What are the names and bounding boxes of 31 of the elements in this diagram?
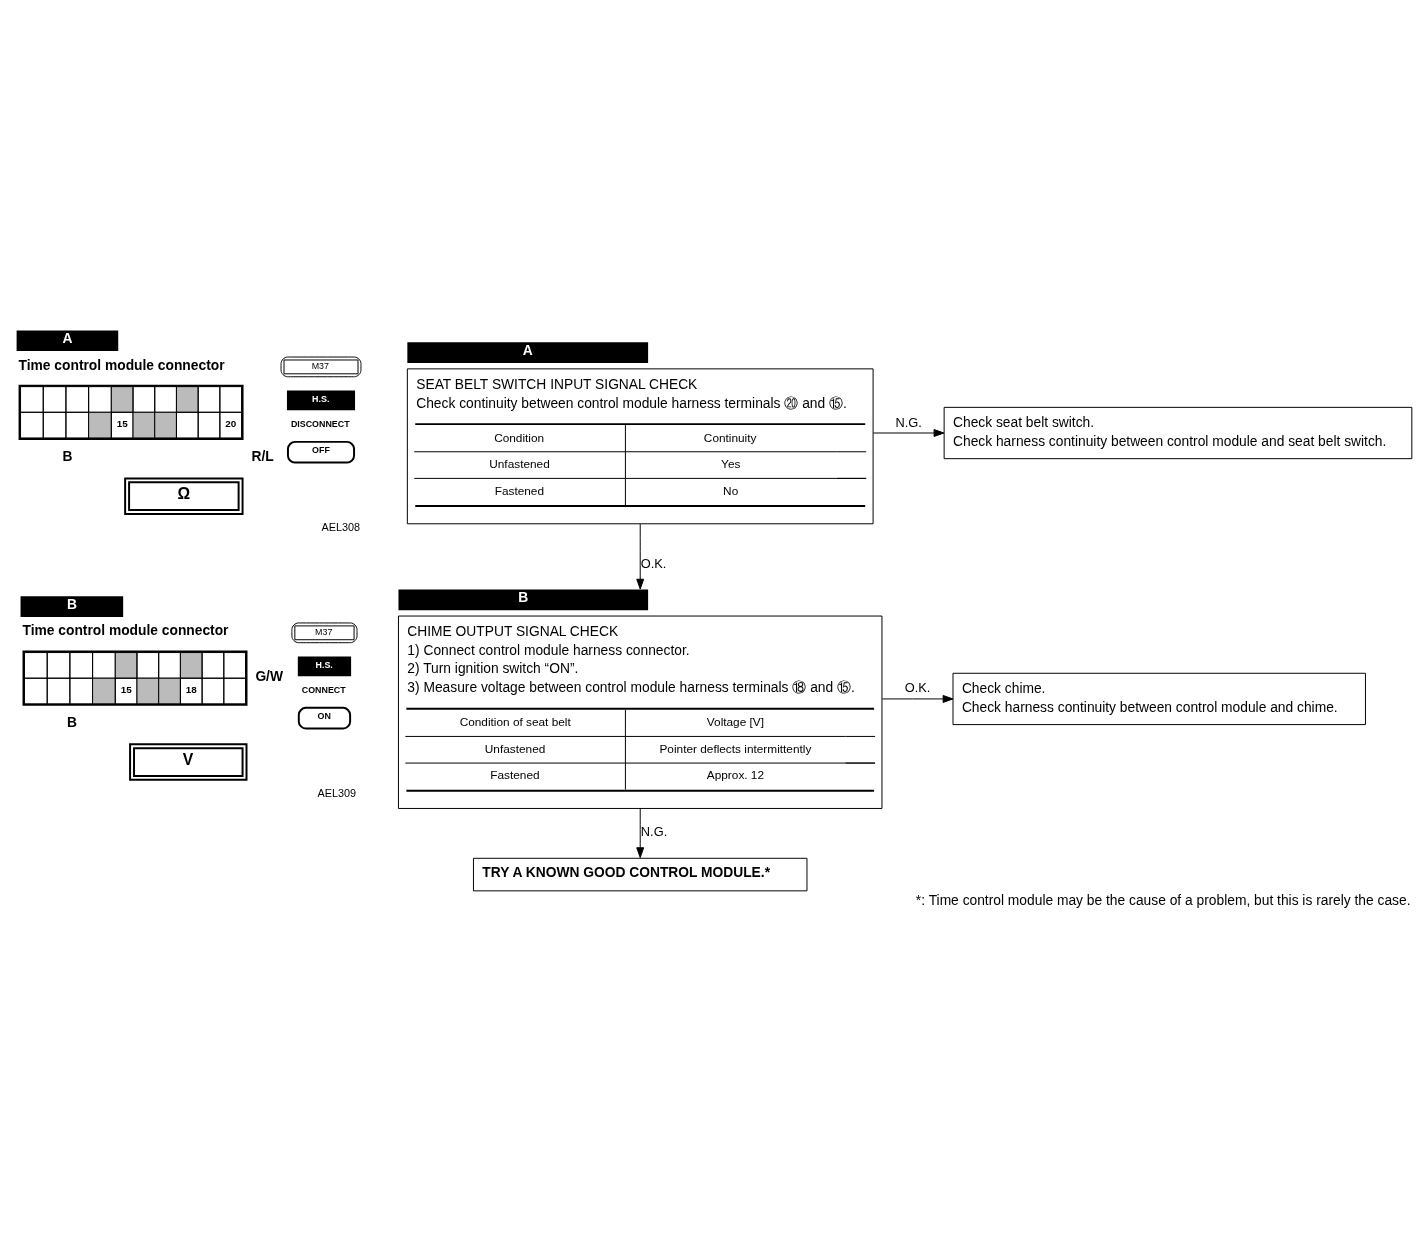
- label: 15: [116, 417, 128, 429]
- edge-label: N.G.: [895, 414, 922, 429]
- label: H.S.: [315, 659, 333, 670]
- edge-label: O.K.: [640, 555, 667, 571]
- label: 18: [185, 683, 197, 695]
- label: M37: [315, 626, 333, 637]
- label: R/L: [251, 447, 274, 464]
- label: OFF: [312, 444, 330, 455]
- label: B: [66, 713, 77, 730]
- label: B: [66, 595, 77, 612]
- node-label: A: [522, 341, 533, 358]
- caption: *: Time control module may be the cause of a problem, but this is rarely the case.: [915, 891, 1411, 908]
- label: V: [182, 750, 194, 768]
- label: ON: [317, 710, 331, 721]
- label: B: [62, 447, 73, 464]
- edge-label: O.K.: [904, 679, 931, 695]
- label: Ω: [177, 484, 191, 502]
- label: 20: [225, 417, 237, 429]
- label: Time control module connector: [22, 621, 229, 638]
- label: AEL308: [321, 520, 361, 533]
- label: CONNECT: [301, 684, 346, 695]
- edge-label: N.G.: [640, 823, 668, 839]
- label: M37: [311, 360, 329, 371]
- label: AEL309: [317, 786, 357, 799]
- label: 15: [120, 683, 132, 695]
- label: H.S.: [312, 393, 330, 404]
- node-label: B: [518, 588, 529, 605]
- label: Time control module connector: [18, 356, 225, 373]
- label: A: [62, 329, 73, 346]
- label: G/W: [255, 667, 283, 684]
- label: DISCONNECT: [290, 418, 350, 429]
